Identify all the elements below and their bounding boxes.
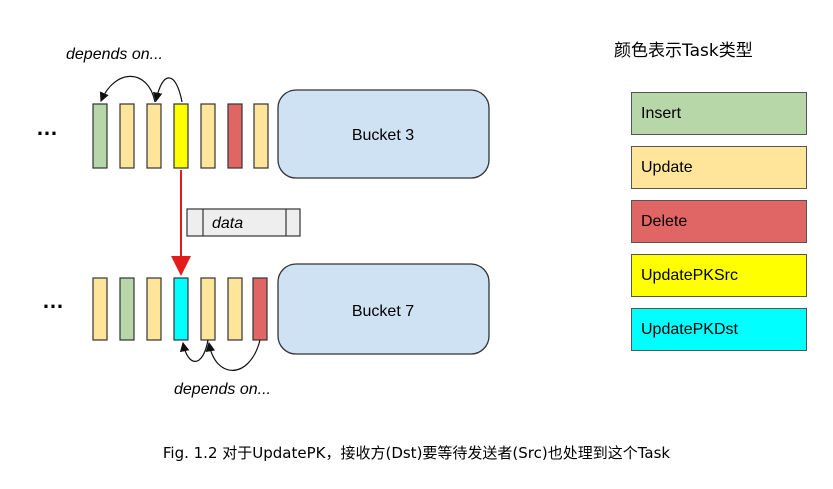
top-dependency-arrow-2 <box>152 77 183 103</box>
top-task-5-update <box>200 103 216 169</box>
bottom-task-5-update <box>200 277 216 341</box>
top-task-3-update <box>146 103 162 169</box>
top-dependency-arrow-1 <box>99 75 156 103</box>
top-task-4-updatepksrc <box>173 103 189 169</box>
bucket-3-label: Bucket 3 <box>352 127 414 144</box>
top-task-7-update <box>253 103 269 169</box>
bucket-7-label: Bucket 7 <box>352 303 414 320</box>
bottom-task-1-update <box>92 277 108 341</box>
bucket-3 <box>277 89 490 179</box>
figure-caption: Fig. 1.2 对于UpdatePK，接收方(Dst)要等待发送者(Src)也… <box>162 444 671 462</box>
bottom-depends-label: depends on... <box>174 381 271 398</box>
top-task-6-delete <box>227 103 243 169</box>
bottom-task-queue <box>92 277 268 341</box>
bucket-7 <box>277 263 490 355</box>
top-task-2-update <box>119 103 135 169</box>
legend-item-update: Update <box>631 146 807 189</box>
top-task-1-insert <box>92 103 108 169</box>
legend-item-delete: Delete <box>631 200 807 243</box>
legend-title: 颜色表示Task类型 <box>614 41 753 61</box>
legend-item-updatepkdst: UpdatePKDst <box>631 308 807 351</box>
top-ellipsis: … <box>36 115 58 140</box>
top-depends-label: depends on... <box>66 46 163 63</box>
data-message-box: data <box>186 208 301 237</box>
bottom-task-4-updatepkdst <box>173 277 189 341</box>
data-label: data <box>212 215 243 232</box>
bottom-task-6-update <box>227 277 243 341</box>
legend-item-updatepksrc: UpdatePKSrc <box>631 254 807 297</box>
bottom-task-2-insert <box>119 277 135 341</box>
legend-item-insert: Insert <box>631 92 807 135</box>
bottom-task-3-update <box>146 277 162 341</box>
bottom-dependency-arrow-1 <box>179 339 209 362</box>
top-task-queue <box>92 103 269 169</box>
bottom-ellipsis: … <box>42 288 64 313</box>
bottom-task-7-delete <box>252 277 268 341</box>
bottom-dependency-arrow-2 <box>205 339 261 371</box>
